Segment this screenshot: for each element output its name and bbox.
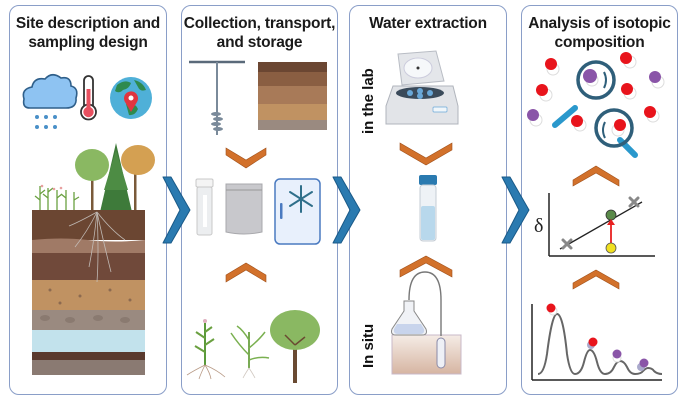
soil-profile-icon: [32, 210, 145, 375]
globe-location-icon: [110, 77, 152, 119]
delta-axis-label: δ: [534, 215, 543, 237]
corrected-sample-point: [605, 209, 617, 221]
panel-title: Site description and sampling design: [15, 15, 161, 51]
soil-core-icon: [258, 62, 327, 130]
water-molecules-magnifier-icon: [527, 52, 665, 158]
calibration-standard-high: [628, 196, 640, 208]
thermometer-icon: [80, 75, 97, 121]
panel-title: Water extraction: [369, 15, 487, 32]
panel-title: Collection, transport, and storage: [183, 15, 336, 51]
calibration-standard-low: [561, 238, 573, 250]
vegetation-icon: [34, 143, 155, 212]
chevron-down-icon: [399, 142, 453, 166]
chevron-down-icon: [225, 147, 267, 169]
chevron-up-icon: [399, 255, 453, 278]
chevron-up-icon: [572, 165, 620, 187]
grass-plant-icon: [230, 325, 270, 379]
sample-vial-icon: [195, 178, 214, 236]
spectrum-peaks-icon: [531, 303, 663, 381]
sample-bag-icon: [225, 183, 263, 235]
flow-arrow-right-icon: [162, 176, 191, 244]
in-situ-probe-flask-icon: [391, 271, 462, 375]
raw-sample-point: [605, 242, 617, 254]
flow-arrow-right-icon: [332, 176, 361, 244]
panel-title: Analysis of isotopic composition: [528, 15, 671, 51]
chevron-up-icon: [572, 269, 620, 290]
flow-arrow-right-icon: [501, 176, 530, 244]
corn-plant-icon: [186, 319, 226, 380]
freezer-icon: [274, 178, 321, 245]
water-vial-icon: [419, 175, 437, 242]
centrifuge-icon: [385, 50, 459, 125]
tree-icon: [270, 310, 320, 383]
soil-auger-icon: [189, 60, 245, 135]
rain-cloud-icon: [22, 73, 78, 129]
calibration-chart-icon: [548, 193, 655, 257]
chevron-up-icon: [225, 262, 267, 283]
